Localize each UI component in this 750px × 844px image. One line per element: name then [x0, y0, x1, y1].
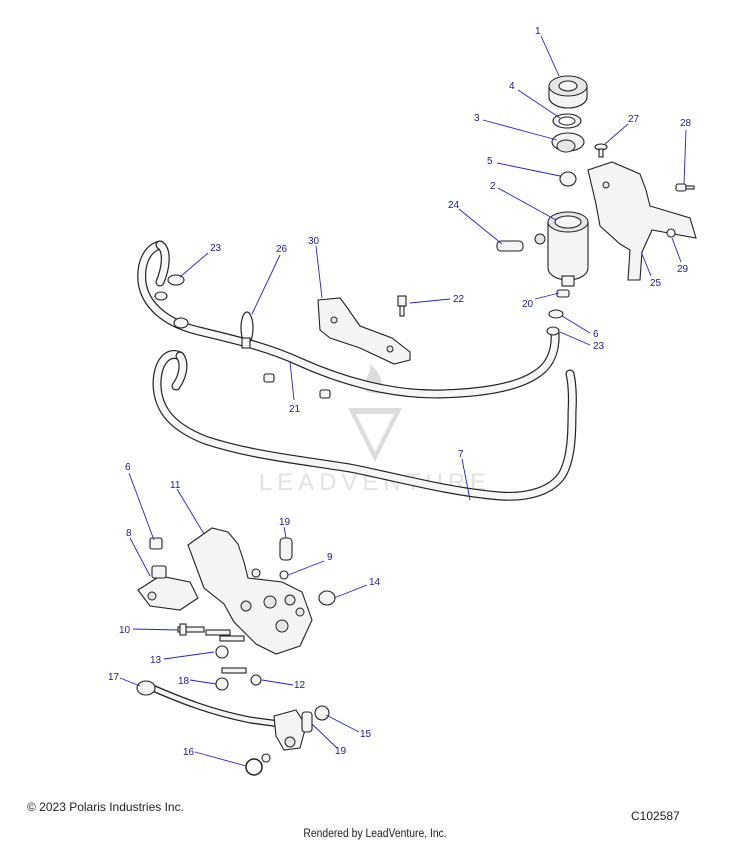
callout-23-lower[interactable]: 23: [593, 341, 605, 352]
callout-12[interactable]: 12: [294, 680, 306, 691]
callout-13[interactable]: 13: [150, 655, 162, 666]
leader-lines: [119, 35, 687, 767]
callout-27[interactable]: 27: [628, 114, 640, 125]
callout-6-upper[interactable]: 6: [593, 329, 599, 340]
callout-4[interactable]: 4: [509, 81, 515, 92]
callout-9[interactable]: 9: [327, 552, 333, 563]
bushing-15: [314, 705, 330, 721]
callout-21[interactable]: 21: [289, 404, 301, 415]
callout-5[interactable]: 5: [487, 156, 493, 167]
callout-29[interactable]: 29: [677, 264, 689, 275]
screw-27: [594, 143, 608, 158]
diaphragm-3: [551, 132, 585, 153]
bushing-14: [318, 590, 336, 606]
callout-17[interactable]: 17: [108, 672, 120, 683]
bolt-18: [215, 667, 247, 691]
callout-1[interactable]: 1: [535, 26, 541, 37]
diagram-id: C102587: [631, 809, 680, 823]
fastener-clips: [263, 373, 331, 399]
callout-22[interactable]: 22: [453, 294, 465, 305]
callout-25[interactable]: 25: [650, 278, 662, 289]
master-cylinder-8: [137, 565, 199, 611]
hose-clamp-23-upper: [154, 274, 189, 329]
nut-9: [251, 568, 289, 580]
callout-15[interactable]: 15: [360, 729, 372, 740]
clip-16: [245, 753, 271, 776]
nut-29: [666, 228, 676, 238]
callout-24[interactable]: 24: [448, 200, 460, 211]
callout-2[interactable]: 2: [490, 181, 496, 192]
callout-6-lower[interactable]: 6: [125, 462, 131, 473]
callout-18[interactable]: 18: [178, 676, 190, 687]
push-pin-22: [397, 295, 407, 317]
callout-7[interactable]: 7: [458, 449, 464, 460]
callout-20[interactable]: 20: [522, 299, 534, 310]
callouts: 1 4 3 27 28 5 2 24 29 25 23 26 30 22 20 …: [108, 26, 692, 758]
reservoir-2: [547, 211, 589, 287]
reservoir-cap-1: [548, 75, 588, 109]
hose-clamp-6-upper: [546, 309, 564, 336]
fitting-24: [496, 233, 546, 252]
callout-30[interactable]: 30: [308, 236, 320, 247]
bolt-13: [205, 629, 245, 659]
bolt-10: [177, 623, 205, 636]
hose-7: [152, 350, 577, 501]
clamp-6-lower: [149, 537, 163, 550]
copyright-notice: © 2023 Polaris Industries Inc.: [27, 800, 184, 814]
bracket-30: [317, 297, 411, 365]
cable-tie-26: [240, 311, 254, 349]
screw-12: [250, 674, 262, 686]
float-5: [559, 171, 577, 187]
pedal-bracket-11: [187, 527, 313, 655]
callout-19-lower[interactable]: 19: [335, 746, 347, 757]
callout-23-upper[interactable]: 23: [210, 243, 222, 254]
callout-10[interactable]: 10: [119, 625, 131, 636]
callout-11[interactable]: 11: [170, 480, 181, 491]
reservoir-bracket-25: [587, 161, 697, 281]
callout-14[interactable]: 14: [369, 577, 381, 588]
hose-21: [137, 240, 560, 399]
bolt-28: [675, 183, 695, 192]
callout-3[interactable]: 3: [474, 113, 480, 124]
bushing-19-upper: [279, 537, 293, 561]
callout-19-upper[interactable]: 19: [279, 517, 291, 528]
callout-28[interactable]: 28: [680, 118, 692, 129]
bushing-19-lower: [301, 711, 313, 733]
callout-16[interactable]: 16: [183, 747, 195, 758]
brake-rod-17: [136, 680, 307, 751]
callout-26[interactable]: 26: [276, 244, 288, 255]
render-credit: Rendered by LeadVenture, Inc.: [303, 828, 447, 840]
callout-8[interactable]: 8: [126, 528, 132, 539]
